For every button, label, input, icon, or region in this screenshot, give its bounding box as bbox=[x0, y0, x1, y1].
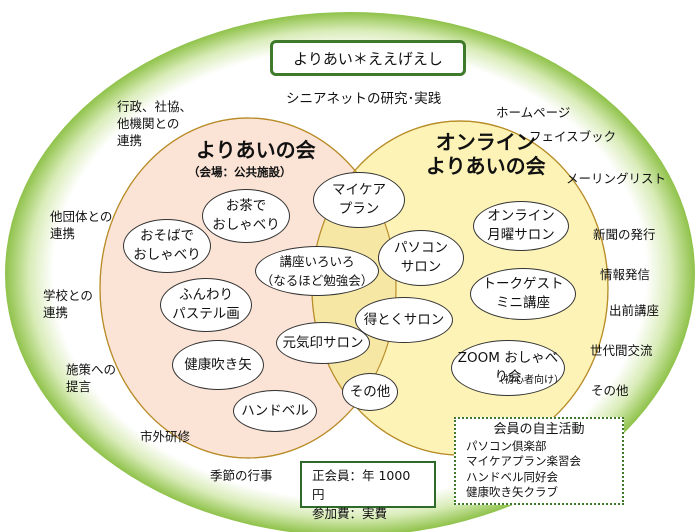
member-clubs-box: 会員の自主活動 パソコン倶楽部 マイケアプラン楽習会 ハンドベル同好会 健康吹き… bbox=[454, 417, 624, 505]
club-item: 健康吹き矢クラブ bbox=[466, 485, 558, 499]
club-item: ハンドベル同好会 bbox=[466, 469, 558, 484]
activity-bubble-handbell: ハンドベル bbox=[233, 390, 317, 432]
zoom-chat-note: （初心者向け） bbox=[494, 375, 564, 386]
fee-box: 正会員：年 1000 円 参加費：実費 bbox=[300, 461, 436, 521]
activity-bubble-tea-chat: お茶で おしゃべり bbox=[202, 189, 290, 243]
research-label: シニアネットの研究･実践 bbox=[286, 91, 442, 107]
activity-bubble-lectures: 講座いろいろ （なるほど勉強会） bbox=[255, 246, 379, 296]
outer-right-item: 新聞の発行 bbox=[593, 227, 656, 242]
outer-right-item: その他 bbox=[591, 383, 629, 398]
member-fee: 正会員：年 1000 円 bbox=[312, 468, 411, 502]
activity-bubble-mycare-plan: マイケア プラン bbox=[313, 172, 405, 228]
outer-right-item: メーリングリスト bbox=[566, 171, 667, 186]
clubs-title: 会員の自主活動 bbox=[493, 422, 585, 437]
outer-left-item: 施策への 提言 bbox=[66, 362, 117, 394]
outer-right-item: 世代間交流 bbox=[590, 343, 653, 358]
activity-bubble-soba-chat: おそばで おしゃべり bbox=[123, 219, 211, 273]
club-item: マイケアプラン楽習会 bbox=[466, 454, 581, 468]
outer-left-item: 行政、社協、 他機関との 連携 bbox=[117, 99, 193, 148]
outer-left-item: 季節の行事 bbox=[210, 468, 273, 483]
participation-fee: 参加費：実費 bbox=[312, 506, 388, 521]
activity-bubble-others: その他 bbox=[342, 373, 398, 411]
activity-bubble-talk-guest: トークゲスト ミニ講座 bbox=[470, 268, 576, 320]
club-item: パソコン倶楽部 bbox=[466, 438, 547, 453]
left-circle-title: よりあいの会 bbox=[196, 138, 316, 162]
outer-right-item: 出前講座 bbox=[609, 303, 660, 318]
activity-bubble-blowgun: 健康吹き矢 bbox=[172, 340, 264, 390]
activity-bubble-zoom-chat: ZOOM おしゃべ り会 （初心者向け） bbox=[451, 340, 565, 396]
zoom-chat-label: ZOOM おしゃべ り会 bbox=[457, 350, 559, 385]
outer-right-item: 情報発信 bbox=[600, 267, 651, 282]
outer-left-item: 学校との 連携 bbox=[43, 288, 93, 320]
activity-bubble-online-monday: オンライン 月曜サロン bbox=[473, 201, 569, 251]
outer-left-item: 他団体との 連携 bbox=[50, 209, 113, 241]
activity-bubble-pastel: ふんわり パステル画 bbox=[160, 278, 252, 332]
outer-left-item: 市外研修 bbox=[140, 429, 191, 444]
outer-right-item: フェイスブック bbox=[529, 129, 617, 144]
right-circle-title: オンライン よりあいの会 bbox=[426, 130, 546, 178]
venue-label: （会場：公共施設） bbox=[188, 165, 292, 179]
activity-bubble-pc-salon: パソコン サロン bbox=[378, 230, 464, 286]
activity-bubble-tokutoku-salon: 得とくサロン bbox=[355, 297, 453, 343]
diagram-title: よりあい＊ええげえし bbox=[270, 40, 466, 76]
activity-bubble-genki-salon: 元気印サロン bbox=[276, 322, 370, 364]
outer-right-item: ホームページ bbox=[496, 105, 571, 120]
